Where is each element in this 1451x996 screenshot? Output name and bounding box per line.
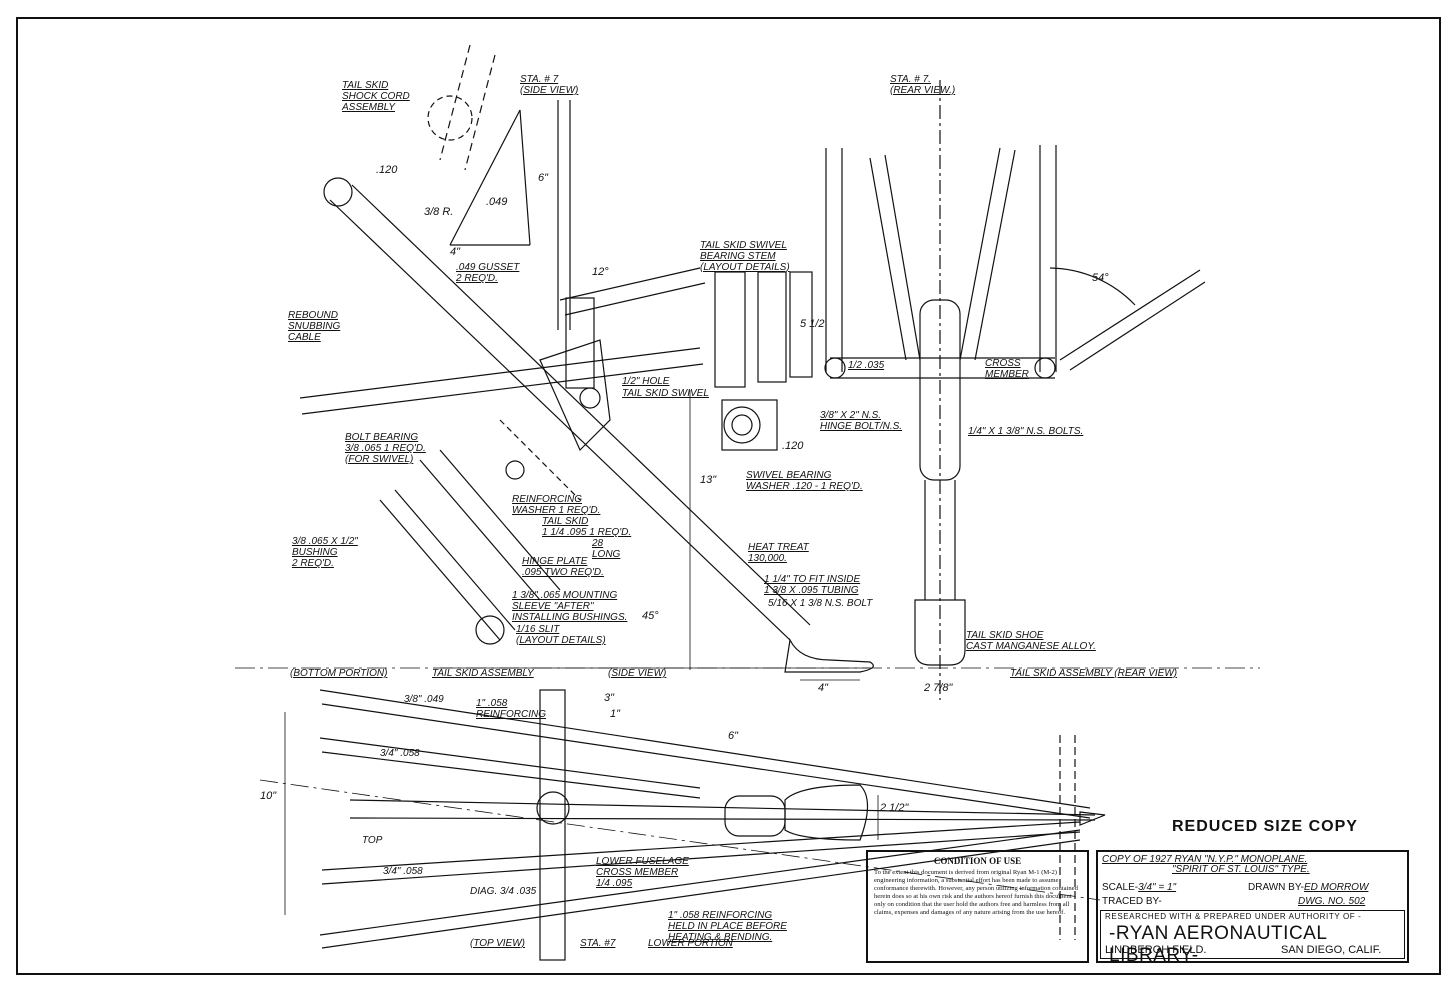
dim-120b: .120: [782, 440, 804, 452]
drawing-border: [16, 17, 1441, 975]
title-block: COPY OF 1927 RYAN "N.Y.P." MONOPLANE. "S…: [1096, 850, 1409, 966]
side-view-label: (SIDE VIEW): [608, 668, 667, 679]
reduced-size-notice: REDUCED SIZE COPY: [1172, 818, 1358, 835]
copy-line-1: COPY OF 1927 RYAN "N.Y.P." MONOPLANE.: [1102, 854, 1308, 865]
top-view: [259, 689, 1106, 961]
drawn-value: ED MORROW: [1303, 882, 1369, 893]
drawn-row: DRAWN BY-ED MORROW: [1248, 882, 1368, 893]
sta7-side-label: STA. # 7(SIDE VIEW): [520, 74, 579, 96]
drawn-label: DRAWN BY-: [1248, 882, 1304, 893]
tail-skid-assembly-label: TAIL SKID ASSEMBLY: [432, 668, 534, 679]
researched-line: RESEARCHED WITH & PREPARED UNDER AUTHORI…: [1105, 912, 1362, 921]
dim-54deg: 54°: [1092, 272, 1109, 284]
hinge-plate-detail: [379, 419, 581, 645]
dim-3-8r: 3/8 R.: [424, 206, 454, 218]
station-post-side: [449, 100, 611, 452]
swivel-stem-layout: [714, 271, 813, 451]
ns-bolt-label: 5/16 X 1 3/8 N.S. BOLT: [768, 598, 873, 609]
hinge-plate-label: HINGE PLATE.095 TWO REQ'D.: [522, 556, 604, 578]
tube-3-4-058b-label: 3/4" .058: [383, 866, 423, 877]
dim-10: 10": [260, 790, 277, 802]
diag-label: DIAG. 3/4 .035: [470, 886, 537, 897]
top-label: TOP: [362, 835, 383, 846]
dim-6: 6": [538, 172, 549, 184]
longeron-side: [299, 267, 706, 415]
dim-2-7-8: 2 7/8": [924, 682, 953, 694]
dim-049: .049: [486, 196, 508, 208]
hinge-bolt-label: 3/8" X 2" N.S.HINGE BOLT/N.S.: [820, 410, 903, 432]
scale-value: 3/4" = 1": [1138, 882, 1177, 893]
dim-5-1-2: 5 1/2: [800, 318, 825, 330]
field-text: LINDBERGH FIELD.: [1105, 944, 1207, 956]
traced-label: TRACED BY-: [1102, 896, 1162, 907]
rear-view-assembly-label: TAIL SKID ASSEMBLY (REAR VIEW): [1010, 668, 1178, 679]
dim-4a: 4": [450, 246, 461, 258]
copy-line-2: "SPIRIT OF ST. LOUIS" TYPE.: [1172, 864, 1310, 875]
sta7-lower-label: STA. #7: [580, 938, 616, 949]
city-text: SAN DIEGO, CALIF.: [1281, 944, 1382, 956]
condition-title: CONDITION OF USE: [933, 856, 1022, 866]
slit-label: 1/16 SLIT(LAYOUT DETAILS): [516, 624, 606, 646]
lower-portion-label: LOWER PORTION: [648, 938, 733, 949]
dwg-number: DWG. NO. 502: [1298, 896, 1366, 907]
dim-45deg: 45°: [642, 610, 659, 622]
rear-view-frame: [824, 80, 1206, 700]
dim-12deg: 12°: [592, 266, 609, 278]
library-box: RESEARCHED WITH & PREPARED UNDER AUTHORI…: [1100, 910, 1405, 966]
dim-2-1-2: 2 1/2": [880, 802, 909, 814]
tube-half-label: 1/2 .035: [848, 360, 885, 371]
top-view-label: (TOP VIEW): [470, 938, 525, 949]
library-name: -RYAN AERONAUTICAL LIBRARY-: [1109, 923, 1327, 966]
dim-4b: 4": [818, 682, 829, 694]
tail-skid-swivel-label: TAIL SKID SWIVEL: [622, 388, 709, 399]
dim-13: 13": [700, 474, 717, 486]
scale-label: SCALE-: [1102, 882, 1139, 893]
bottom-portion-label: (BOTTOM PORTION): [290, 668, 388, 679]
scale-row: SCALE-3/4" = 1": [1102, 882, 1176, 893]
dimension-lines: [235, 390, 1260, 681]
dim-6b: 6": [728, 730, 739, 742]
dim-3: 3": [604, 692, 615, 704]
bolts-label: 1/4" X 1 3/8" N.S. BOLTS.: [968, 426, 1084, 437]
condition-of-use-box: CONDITION OF USE To the extent this docu…: [866, 850, 1089, 963]
tail-skid-tube-side: [323, 44, 874, 673]
dim-120: .120: [376, 164, 398, 176]
dim-1: 1": [610, 708, 621, 720]
tube-3-8-label: 3/8" .049: [404, 694, 444, 705]
sta7-rear-label: STA. # 7.(REAR VIEW.): [890, 74, 956, 96]
half-hole-label: 1/2" HOLE: [622, 376, 670, 387]
tube-3-4-058a-label: 3/4" .058: [380, 748, 420, 759]
condition-body: To the extent this document is derived f…: [874, 869, 1078, 916]
